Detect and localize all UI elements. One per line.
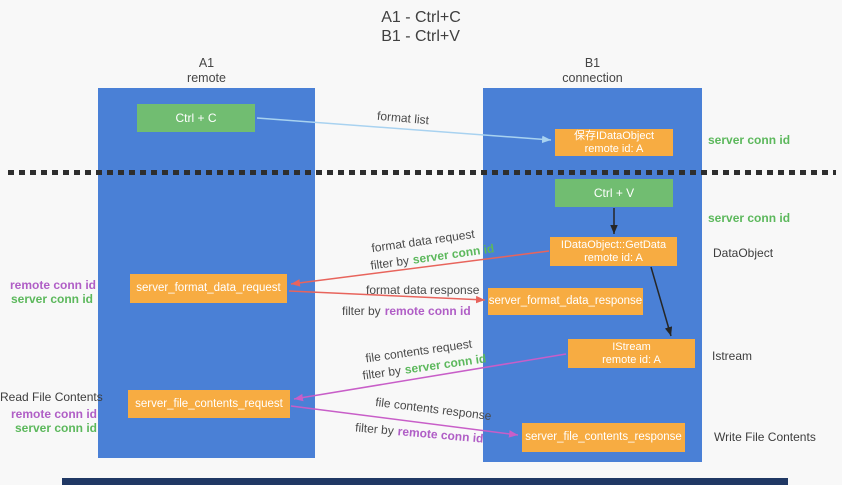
node-ctrl-c: Ctrl + C xyxy=(137,104,255,132)
node-save-idataobject-line2: remote id: A xyxy=(584,142,644,155)
annotation-server-conn-id-top: server conn id xyxy=(708,133,791,147)
node-idataobject-getdata-line2: remote id: A xyxy=(584,251,643,264)
node-server-file-contents-request-label: server_file_contents_request xyxy=(135,397,283,410)
annotation-server-conn-id-1: server conn id xyxy=(10,292,93,306)
label-file-contents-response: file contents response xyxy=(374,394,493,424)
annotation-conn-ids-format: remote conn id server conn id xyxy=(10,278,97,306)
annotation-remote-conn-id-1: remote conn id xyxy=(10,278,97,292)
annotation-server-conn-id-2: server conn id xyxy=(14,421,97,435)
label-format-data-response: format data response xyxy=(366,283,480,297)
node-server-format-data-response-label: server_format_data_response xyxy=(488,295,643,307)
column-a-header: A1 remote xyxy=(98,56,315,86)
annotation-read-file-contents: Read File Contents xyxy=(0,390,103,404)
node-istream: IStream remote id: A xyxy=(568,339,695,368)
node-server-format-data-request: server_format_data_request xyxy=(130,274,287,303)
annotation-istream: Istream xyxy=(712,349,753,363)
annotation-read-file-group: Read File Contents remote conn id server… xyxy=(0,390,103,435)
annotation-remote-conn-id-2: remote conn id xyxy=(10,407,97,421)
node-save-idataobject-line1: 保存IDataObject xyxy=(573,129,655,142)
node-server-file-contents-response: server_file_contents_response xyxy=(522,423,685,452)
bottom-window-edge xyxy=(62,478,788,485)
node-server-format-data-request-label: server_format_data_request xyxy=(136,282,281,294)
column-a-role: remote xyxy=(187,71,226,85)
column-a-id: A1 xyxy=(198,56,215,70)
diagram-title: A1 - Ctrl+C B1 - Ctrl+V xyxy=(0,8,842,46)
node-istream-line1: IStream xyxy=(612,340,651,353)
node-server-file-contents-response-label: server_file_contents_response xyxy=(525,431,682,443)
node-ctrl-v-label: Ctrl + V xyxy=(593,186,635,200)
column-b-id: B1 xyxy=(584,56,601,70)
node-server-format-data-response: server_format_data_response xyxy=(488,288,643,315)
node-istream-line2: remote id: A xyxy=(602,353,661,366)
node-idataobject-getdata-line1: IDataObject::GetData xyxy=(560,238,667,251)
column-b-role: connection xyxy=(562,71,623,85)
title-line-1: A1 - Ctrl+C xyxy=(381,9,461,26)
annotation-server-conn-id-mid: server conn id xyxy=(708,211,791,225)
title-line-2: B1 - Ctrl+V xyxy=(381,28,460,45)
node-ctrl-c-label: Ctrl + C xyxy=(175,111,217,125)
annotation-write-file-contents: Write File Contents xyxy=(714,430,816,444)
annotation-dataobject: DataObject xyxy=(713,246,774,260)
node-ctrl-v: Ctrl + V xyxy=(555,179,673,207)
label-format-list: format list xyxy=(376,108,430,128)
section-divider xyxy=(8,170,836,175)
node-idataobject-getdata: IDataObject::GetData remote id: A xyxy=(550,237,677,266)
column-b-header: B1 connection xyxy=(483,56,702,86)
node-server-file-contents-request: server_file_contents_request xyxy=(128,390,290,418)
node-save-idataobject: 保存IDataObject remote id: A xyxy=(555,129,673,156)
